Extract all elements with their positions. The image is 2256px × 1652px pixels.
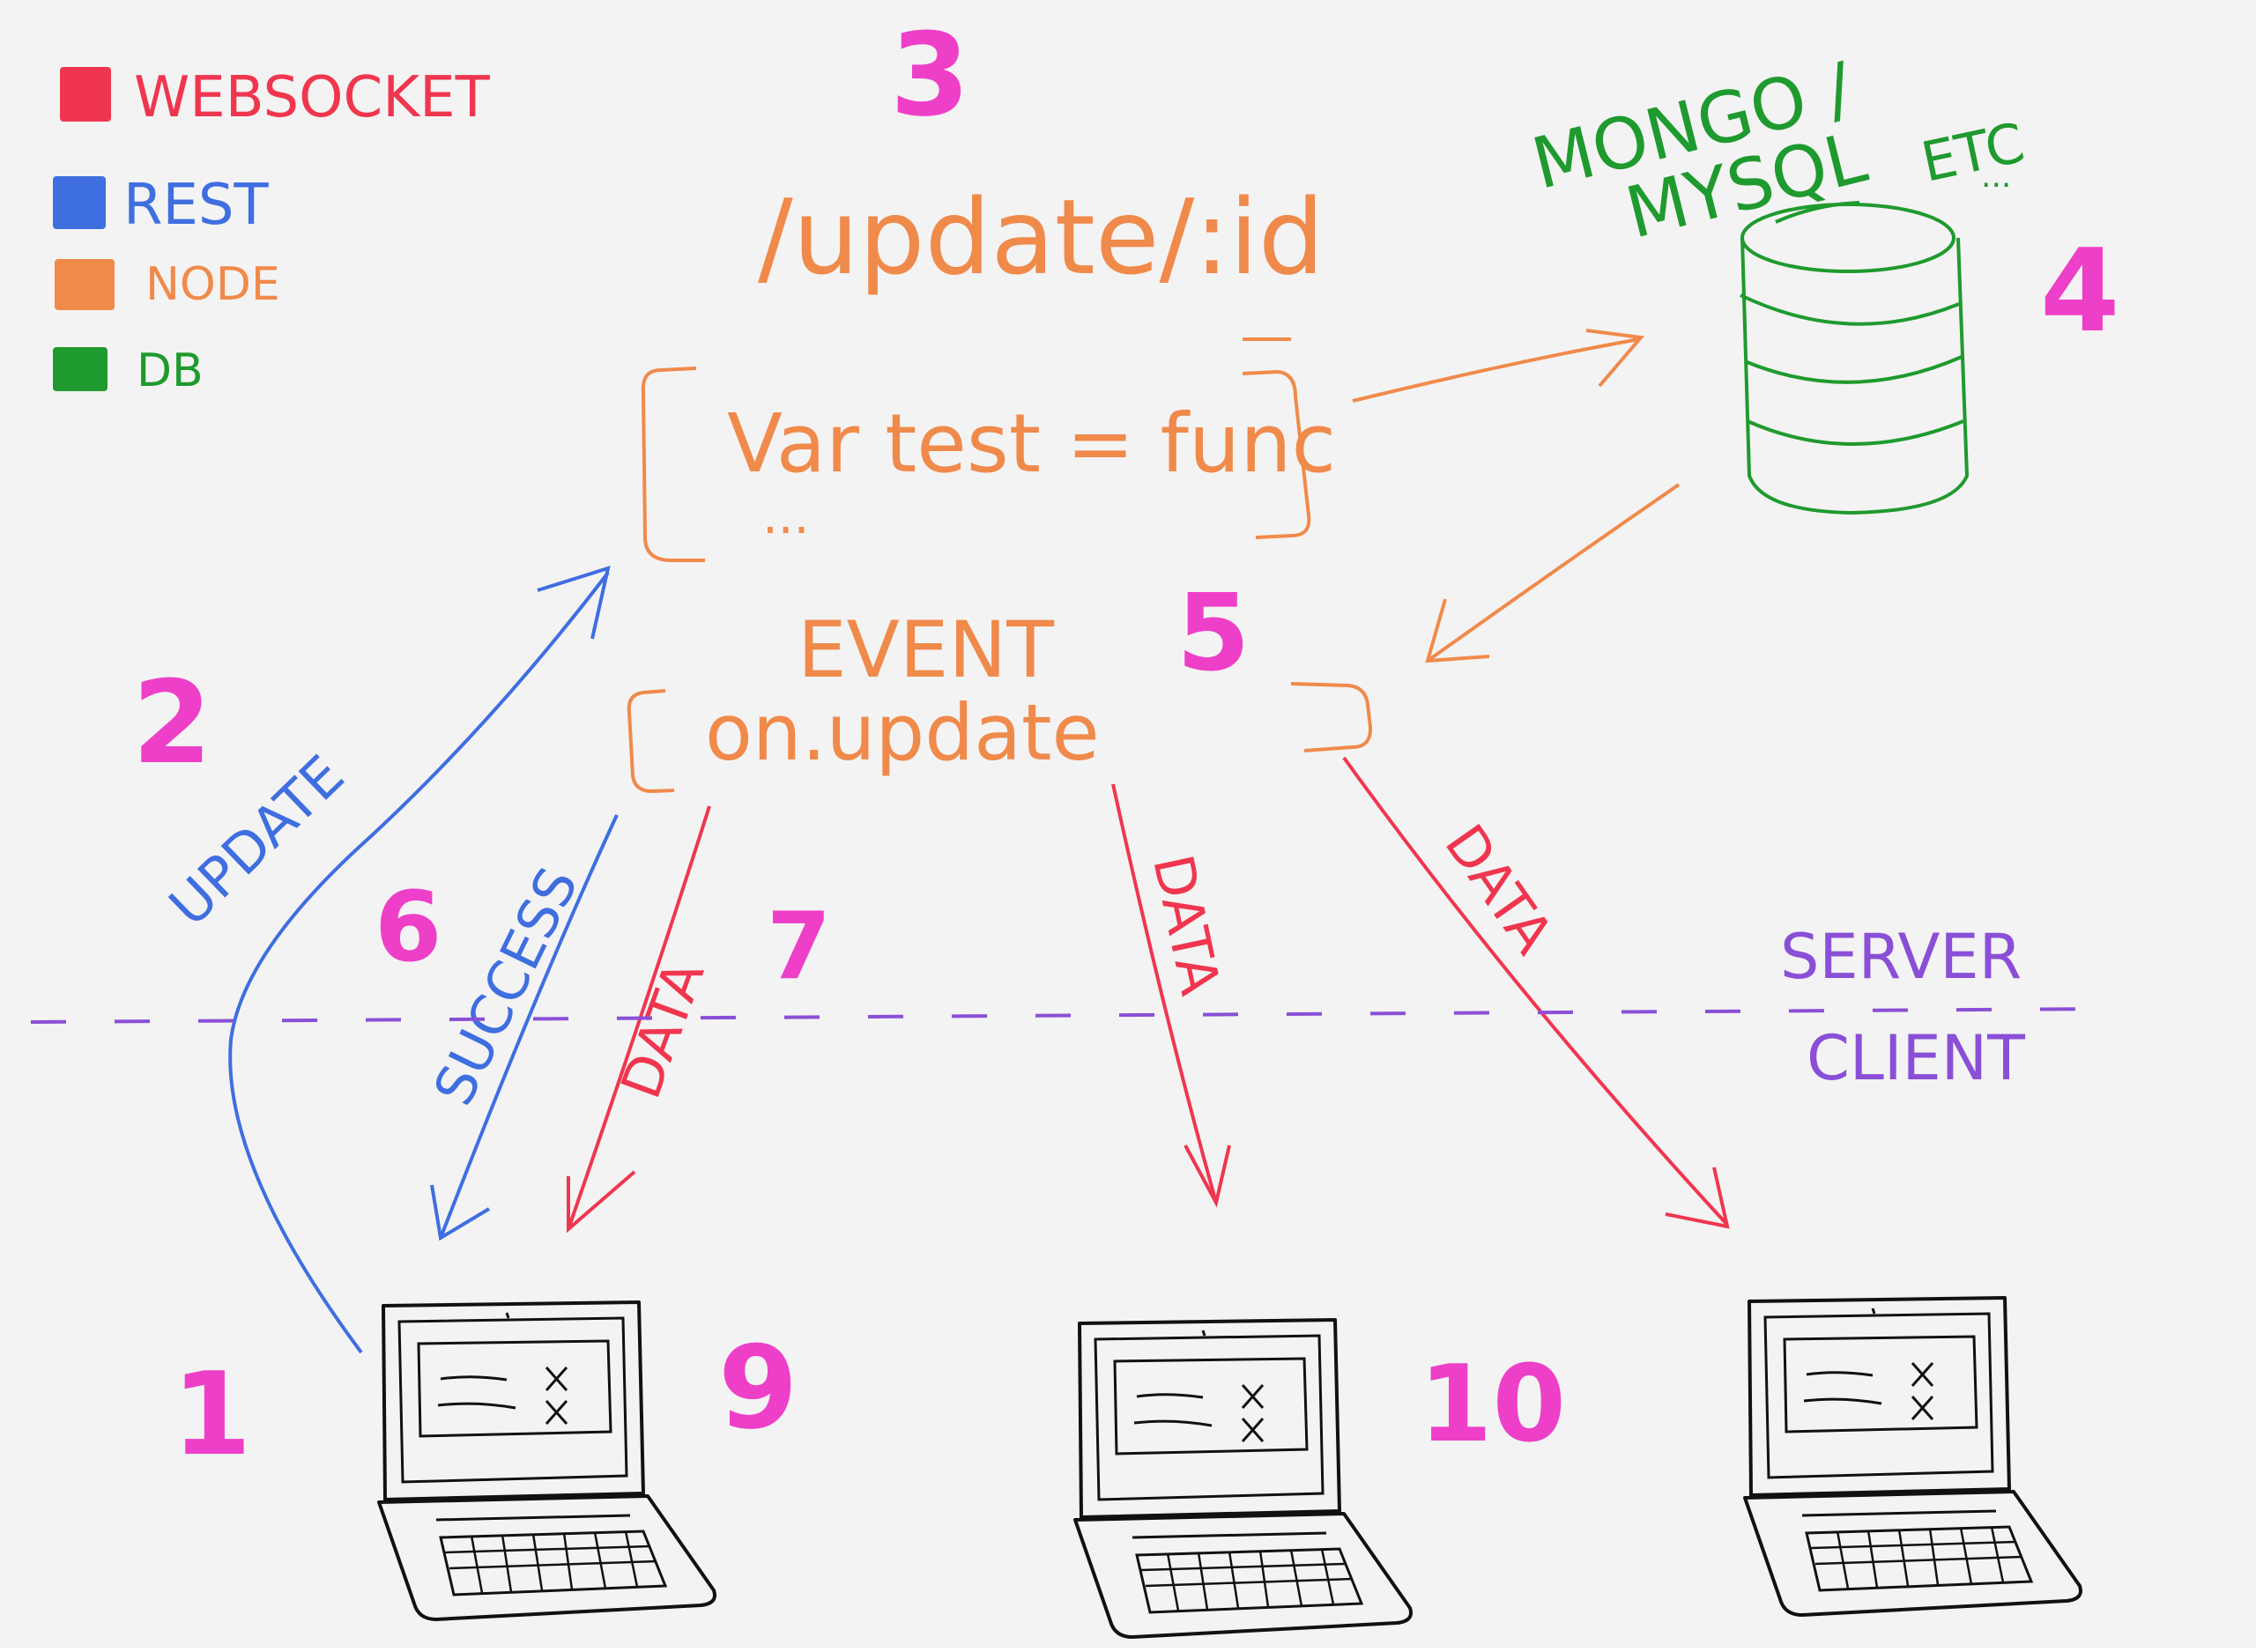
clients: 1 9 10 xyxy=(172,1296,2082,1639)
label-server: SERVER xyxy=(1780,921,2022,993)
legend: WEBSOCKET REST NODE DB xyxy=(53,65,491,397)
arrow-node-to-db xyxy=(1352,337,1640,403)
arrow-data-2 xyxy=(1111,783,1218,1204)
step-number-4: 4 xyxy=(2040,224,2119,358)
step-number-7: 7 xyxy=(767,893,831,1000)
code-bracket-left xyxy=(641,367,705,562)
legend-swatch-node xyxy=(55,259,115,310)
event-bracket-left xyxy=(627,689,675,794)
legend-swatch-rest xyxy=(53,176,106,229)
step-number-10: 10 xyxy=(1419,1344,1566,1466)
code-bracket-right xyxy=(1242,369,1311,539)
arrow-success xyxy=(439,814,619,1239)
step-number-9: 9 xyxy=(718,1321,798,1455)
label-client: CLIENT xyxy=(1807,1022,2025,1094)
node-block: 3 /update/:id Var test = func ... EVENT … xyxy=(627,8,1373,794)
step-number-1: 1 xyxy=(172,1347,251,1481)
code-more: ... xyxy=(762,488,809,545)
legend-swatch-db xyxy=(53,347,108,391)
arrow-data-3 xyxy=(1342,756,1729,1226)
legend-swatch-websocket xyxy=(60,67,111,122)
divider-line xyxy=(30,1007,2116,1024)
arrow-update xyxy=(228,571,610,1354)
code-line: Var test = func xyxy=(727,396,1336,491)
step-number-2: 2 xyxy=(132,656,212,789)
arrow-db-to-node xyxy=(1426,483,1681,663)
legend-label-rest: REST xyxy=(123,173,270,238)
arrow-data-1 xyxy=(567,805,711,1230)
legend-label-node: NODE xyxy=(145,258,280,311)
server-client-divider: SERVER CLIENT xyxy=(30,921,2116,1094)
database-icon xyxy=(1740,201,1970,515)
step-number-6: 6 xyxy=(375,870,442,983)
event-label: EVENT xyxy=(798,604,1055,695)
legend-label-db: DB xyxy=(137,344,204,397)
legend-label-websocket: WEBSOCKET xyxy=(134,65,491,130)
node-db-arrows xyxy=(1352,329,1681,663)
route-label: /update/:id xyxy=(758,176,1325,298)
event-bracket-right xyxy=(1290,682,1373,752)
db-label-more: ... xyxy=(1981,159,2011,195)
event-handler: on.update xyxy=(705,687,1100,778)
step-number-3: 3 xyxy=(890,8,969,142)
step-number-5: 5 xyxy=(1176,573,1250,695)
